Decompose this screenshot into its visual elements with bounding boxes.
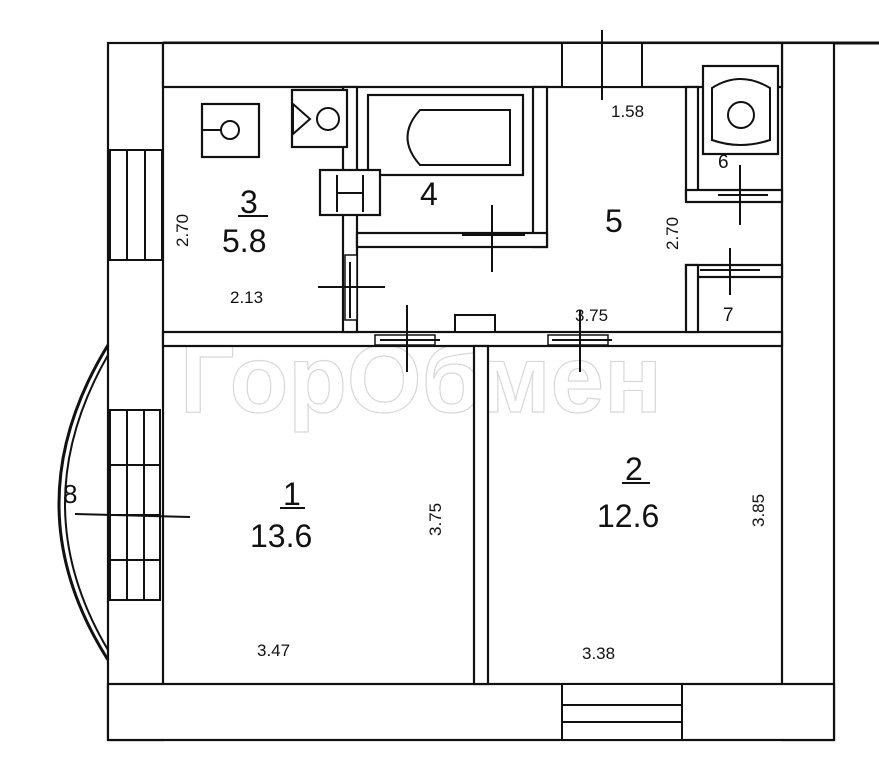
dim-room2-height: 3.85 xyxy=(749,494,768,527)
door-marks xyxy=(318,165,768,372)
washbasin-icon xyxy=(318,168,382,217)
room-3-area: 5.8 xyxy=(222,223,266,259)
dim-room5-top: 1.58 xyxy=(611,102,644,121)
dim-room5-height: 2.70 xyxy=(663,217,682,250)
bathtub-icon xyxy=(366,93,525,177)
room-4-number: 4 xyxy=(420,176,438,212)
room-1-number: 1 xyxy=(283,476,301,512)
room-8-number: 8 xyxy=(63,479,77,509)
dim-room5-bottom: 3.75 xyxy=(575,306,608,325)
balcony xyxy=(57,344,191,661)
balcony-window xyxy=(109,409,161,601)
toilet-icon xyxy=(701,64,780,156)
dim-room3-height: 2.70 xyxy=(173,214,192,247)
room-1-area: 13.6 xyxy=(250,518,312,554)
door-threshold xyxy=(454,314,496,333)
room-5-number: 5 xyxy=(605,203,623,239)
window-bottom xyxy=(561,683,683,741)
window-left xyxy=(109,149,163,261)
room-7-number: 7 xyxy=(723,305,734,326)
stove-icon xyxy=(200,102,261,159)
room-6-number: 6 xyxy=(718,152,729,173)
dim-room3-width: 2.13 xyxy=(230,288,263,307)
window-top xyxy=(561,30,643,100)
sink-icon xyxy=(290,88,349,149)
dim-room1-width: 3.47 xyxy=(257,641,290,660)
room-2-area: 12.6 xyxy=(597,498,659,534)
dim-room1-height: 3.75 xyxy=(426,503,445,536)
room-3-number: 3 xyxy=(240,184,258,220)
room-2-number: 2 xyxy=(625,451,643,487)
dim-room2-width: 3.38 xyxy=(582,644,615,663)
